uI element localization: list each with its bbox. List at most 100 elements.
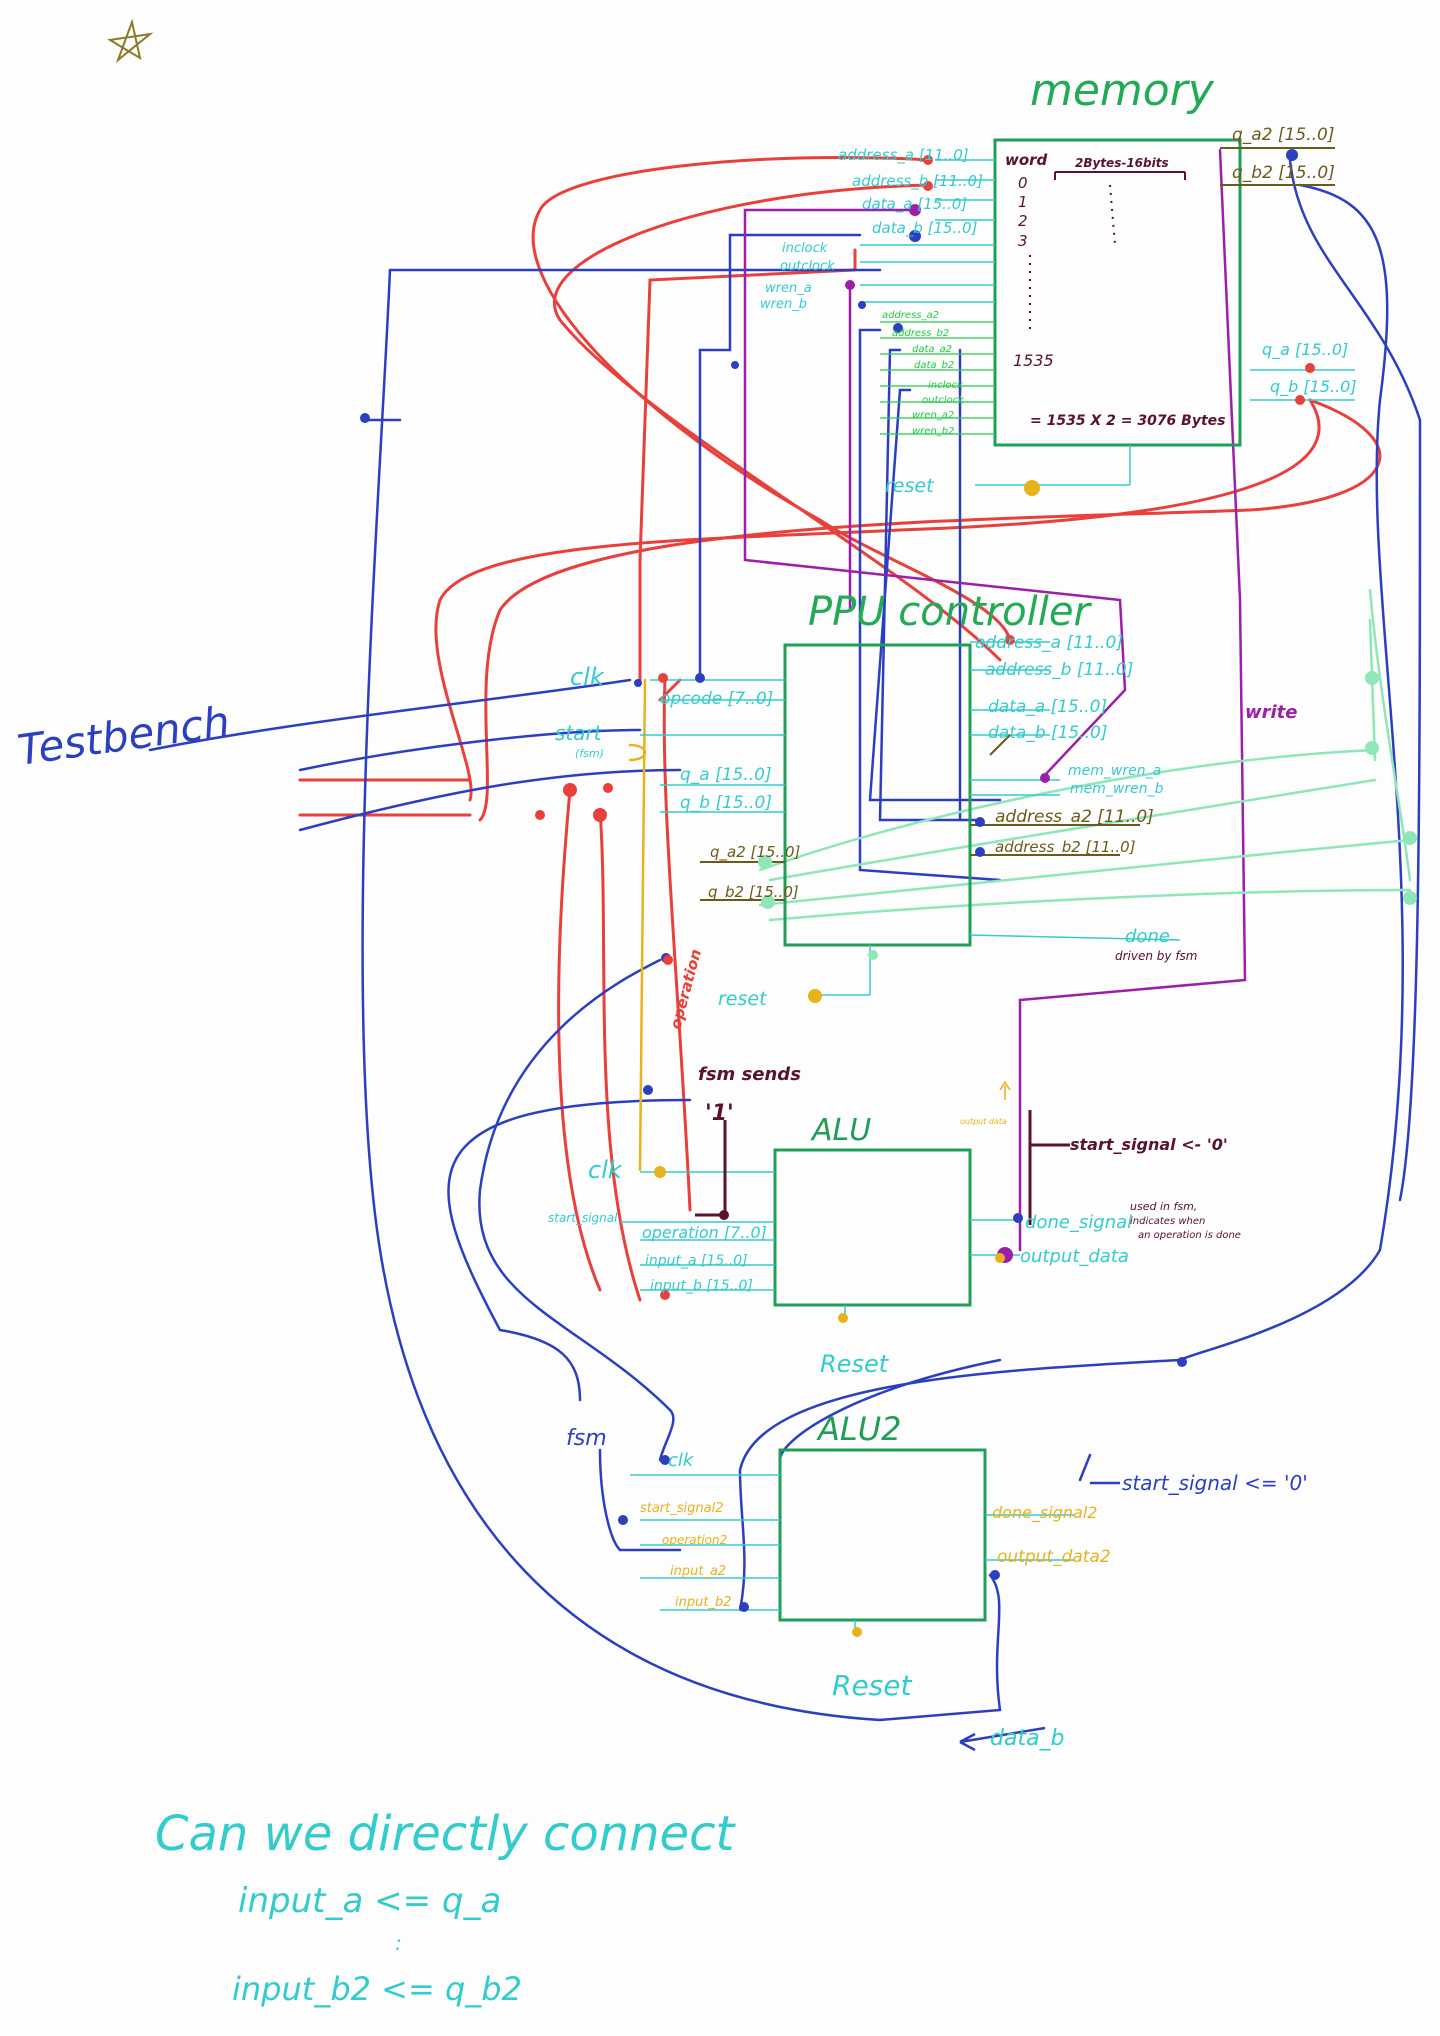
ppu-reset-label: reset: [718, 988, 768, 1010]
memory-word-2: 2: [1018, 212, 1028, 230]
ppu-port-stubs: [640, 641, 1181, 996]
ppu-port-fsm: (fsm): [575, 747, 604, 760]
memory-port-q-b: q_b [15..0]: [1270, 377, 1357, 397]
memory-port-data-a: data_a [15..0]: [862, 195, 967, 214]
alu-port-done-signal: done_signal: [1025, 1212, 1132, 1233]
alu2-block: [778, 1448, 987, 1622]
alu-block: [773, 1148, 972, 1307]
memory-port-wren-b2: wren_b2: [912, 426, 955, 437]
memory-port-q-a2: q_a2 [15..0]: [1232, 125, 1334, 145]
alu-output-note: output data: [960, 1117, 1007, 1126]
alu-port-clk: clk: [588, 1156, 623, 1184]
memory-word-bar: [1054, 171, 1186, 180]
alu2-port-input-a2: input_a2: [670, 1564, 726, 1579]
alu-port-operation: operation [7..0]: [642, 1223, 767, 1242]
question-line-4: input_b2 <= q_b2: [232, 1970, 522, 2008]
memory-port-wren-b: wren_b: [760, 297, 807, 312]
memory-word-1: 1: [1018, 193, 1028, 211]
alu2-start-note-wire: [959, 1481, 1120, 1752]
ppu-port-address-b: address_b [11..0]: [985, 660, 1133, 680]
memory-port-data-a2: data_a2: [912, 344, 952, 355]
alu2-port-stubs: [630, 1474, 1075, 1635]
alu-done-note-3: an operation is done: [1138, 1230, 1241, 1241]
star-icon: [107, 18, 154, 64]
ppu-port-mem-wren-a: mem_wren_a: [1068, 763, 1161, 779]
purple-wires: [743, 148, 1247, 1252]
alu-start-note-wire: [695, 1110, 1070, 1225]
ppu-port-data-a: data_a [15..0]: [988, 697, 1107, 717]
alu-port-start-signal: start_signal: [548, 1211, 618, 1225]
ppu-port-q-b2: q_b2 [15..0]: [708, 883, 799, 902]
memory-port-address-b2: address_b2: [892, 328, 949, 339]
memory-word-0: 0: [1018, 174, 1028, 192]
memory-title: memory: [1030, 65, 1215, 116]
ppu-port-clk: clk: [570, 663, 605, 691]
memory-port-data-b2: data_b2: [914, 360, 954, 371]
ppu-port-q-a: q_a [15..0]: [680, 765, 772, 785]
ppu-title: PPU controller: [808, 589, 1092, 635]
alu2-reset-label: Reset: [832, 1669, 912, 1702]
memory-top-right-stubs: [1220, 147, 1335, 186]
alu2-port-start-signal2: start_signal2: [640, 1501, 724, 1516]
alu2-port-output-data2: output_data2: [997, 1547, 1111, 1567]
ppu-port-data-b: data_b [15..0]: [988, 723, 1108, 743]
ppu-port-mem-wren-b: mem_wren_b: [1070, 781, 1164, 797]
connection-dots: [360, 149, 1417, 1637]
memory-port-q-a: q_a [15..0]: [1262, 340, 1348, 360]
alu-output-arrow: [999, 1080, 1011, 1100]
alu-title: ALU: [810, 1113, 871, 1148]
alu-port-input-b: input_b [15..0]: [650, 1278, 753, 1294]
memory-dots: [1029, 184, 1116, 335]
ppu-port-start: start: [555, 721, 603, 745]
alu-fsm-note: fsm sends: [698, 1064, 801, 1085]
alu-start-note: start_signal <- '0': [1070, 1135, 1228, 1154]
ppu-port-address-a2: address_a2 [11..0]: [995, 807, 1154, 827]
alu2-port-operation2: operation2: [662, 1533, 727, 1547]
memory-port-q-b2: q_b2 [15..0]: [1232, 163, 1335, 183]
yellow-wires: [628, 678, 647, 1172]
alu-done-note-1: used in fsm,: [1130, 1200, 1197, 1213]
question-line-2: input_a <= q_a: [238, 1881, 501, 1921]
memory-port-address-a: address_a [11..0]: [838, 146, 969, 165]
memory-word-label: word: [1005, 151, 1048, 169]
ppu-write-label: write: [1245, 702, 1298, 723]
alu-reset-label: Reset: [820, 1350, 890, 1378]
ppu-port-address-a: address_a [11..0]: [975, 633, 1123, 653]
question-line-1: Can we directly connect: [155, 1806, 736, 1862]
memory-port-data-b: data_b [15..0]: [872, 219, 978, 238]
testbench-label: Testbench: [15, 697, 233, 775]
alu-done-note-2: indicates when: [1130, 1216, 1205, 1227]
memory-port-outclock-2: outclock: [922, 395, 965, 406]
alu2-data-b-label: data_b: [990, 1726, 1065, 1751]
memory-size-note: = 1535 X 2 = 3076 Bytes: [1030, 413, 1226, 429]
mint-wires: [758, 588, 1412, 922]
ppu-port-done: done: [1125, 926, 1170, 947]
memory-port-address-b: address_b [11..0]: [852, 172, 983, 191]
alu2-port-clk: clk: [668, 1450, 695, 1471]
memory-word-1535: 1535: [1013, 351, 1054, 370]
memory-word-3: 3: [1018, 232, 1028, 250]
alu2-port-input-b2: input_b2: [675, 1595, 731, 1610]
alu-port-stubs: [620, 1171, 1020, 1320]
ppu-done-note: driven by fsm: [1115, 949, 1198, 963]
memory-width-label: 2Bytes-16bits: [1075, 156, 1169, 170]
memory-port-address-a2: address_a2: [882, 310, 939, 321]
memory-port-inclock-2: inclock: [928, 380, 964, 391]
blue-wires: [148, 158, 1422, 1722]
memory-second-port-stubs: [880, 321, 995, 435]
alu2-port-done-signal2: done_signal2: [992, 1503, 1097, 1523]
alu2-title: ALU2: [816, 1410, 902, 1448]
ppu-port-address-b2: address_b2 [11..0]: [995, 838, 1136, 857]
ppu-port-q-b: q_b [15..0]: [680, 793, 772, 813]
memory-port-stubs: [860, 159, 1355, 486]
memory-reset-label: reset: [885, 475, 935, 497]
question-line-3: :: [395, 1931, 402, 1955]
alu2-start-note: start_signal <= '0': [1122, 1471, 1308, 1495]
memory-port-wren-a2: wren_a2: [912, 410, 954, 421]
memory-port-inclock: inclock: [782, 241, 828, 256]
alu-fsm-value: '1': [705, 1101, 734, 1126]
memory-block: [993, 138, 1242, 447]
ppu-port-q-a2: q_a2 [15..0]: [710, 843, 801, 862]
